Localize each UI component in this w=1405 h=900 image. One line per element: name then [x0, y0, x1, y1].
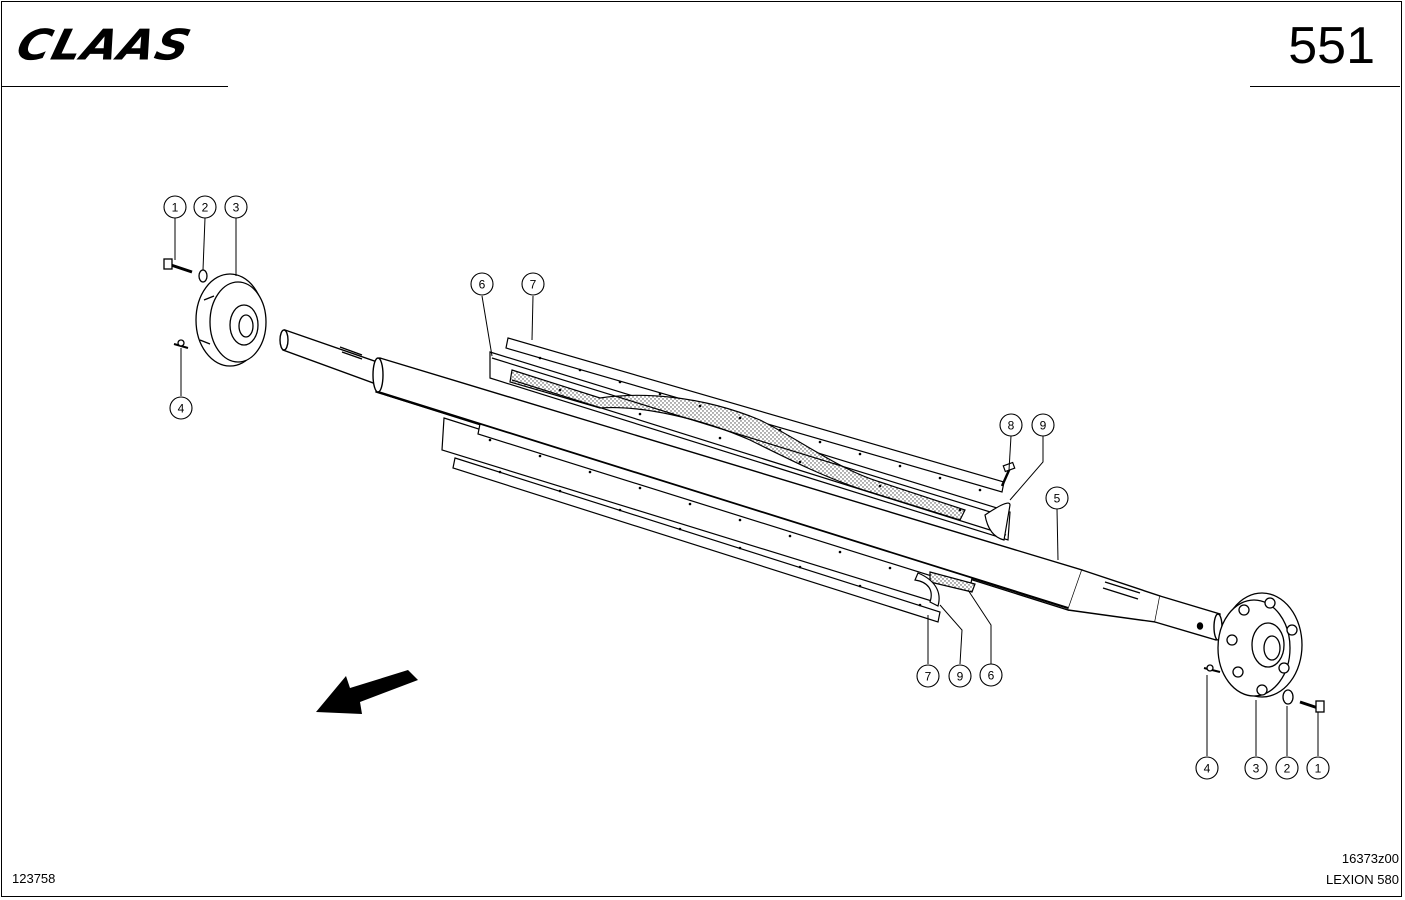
svg-text:2: 2: [202, 201, 209, 215]
callout-top-6: 6: [470, 272, 494, 296]
figure-code: 16373z00: [1341, 851, 1399, 866]
upper-shell-assembly: [489, 337, 1016, 541]
callout-right-1: 1: [1306, 756, 1330, 780]
callout-left-2: 2: [193, 195, 217, 219]
callout-bottom-9: 9: [948, 664, 972, 688]
drawing-id: 123758: [12, 871, 56, 886]
svg-text:7: 7: [925, 670, 932, 684]
left-hub-assembly: [163, 258, 267, 367]
svg-text:9: 9: [957, 670, 964, 684]
callout-top-8: 8: [999, 413, 1023, 437]
callout-bottom-6: 6: [979, 663, 1003, 687]
svg-text:1: 1: [1315, 762, 1322, 776]
footer-info: 16373z00 LEXION 580: [1326, 848, 1399, 890]
callout-right-2: 2: [1275, 756, 1299, 780]
svg-text:6: 6: [479, 278, 486, 292]
svg-text:2: 2: [1284, 762, 1291, 776]
svg-text:4: 4: [1204, 762, 1211, 776]
svg-text:1: 1: [172, 201, 179, 215]
svg-text:3: 3: [233, 201, 240, 215]
callout-left-3: 3: [224, 195, 248, 219]
lower-shell-assembly: [441, 417, 976, 623]
svg-text:7: 7: [530, 278, 537, 292]
model-name: LEXION 580: [1326, 872, 1399, 887]
callout-top-9: 9: [1031, 413, 1055, 437]
shaft: [279, 329, 1223, 641]
leader-lines: [174, 217, 1319, 756]
direction-arrow-icon: [316, 670, 418, 714]
right-hub-assembly: [1203, 592, 1325, 713]
page-number-underline: [1250, 86, 1400, 87]
svg-text:9: 9: [1040, 419, 1047, 433]
callout-bottom-7: 7: [916, 664, 940, 688]
callout-left-4: 4: [169, 396, 193, 420]
svg-text:5: 5: [1054, 492, 1061, 506]
callouts: 1 2 3 4 6 7 8 9 5 7 9 6 4 3 2 1: [163, 195, 1330, 780]
svg-text:8: 8: [1008, 419, 1015, 433]
page-number: 551: [1288, 17, 1375, 75]
callout-right-3: 3: [1244, 756, 1268, 780]
svg-text:6: 6: [988, 669, 995, 683]
callout-right-4: 4: [1195, 756, 1219, 780]
callout-left-1: 1: [163, 195, 187, 219]
callout-5: 5: [1045, 486, 1069, 510]
svg-text:3: 3: [1253, 762, 1260, 776]
svg-text:4: 4: [178, 402, 185, 416]
logo-underline: [2, 86, 228, 87]
callout-top-7: 7: [521, 272, 545, 296]
